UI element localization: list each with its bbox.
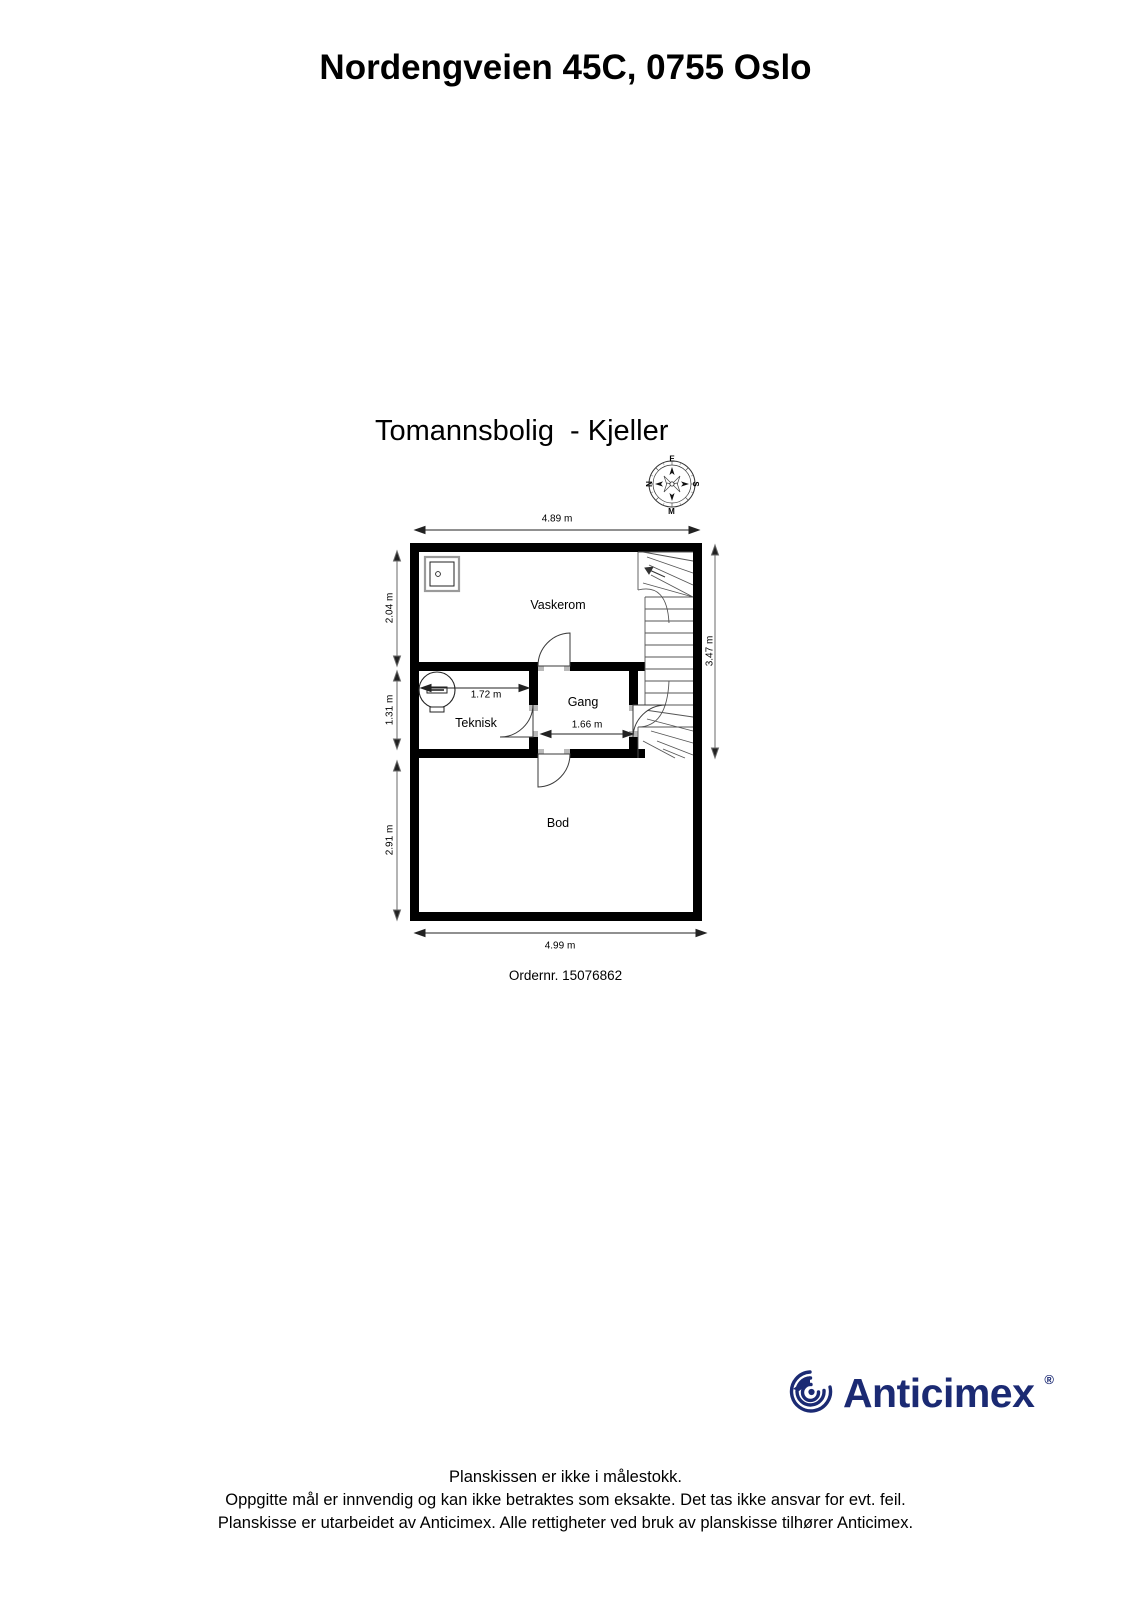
door-threshold-east-2 [629, 731, 638, 737]
floorplan-heading: Tomannsbolig - Kjeller [375, 415, 669, 447]
dimension-text-right: 3.47 m [704, 635, 716, 667]
dimension-text-top: 4.89 m [541, 513, 573, 525]
doorway-gang-north [538, 662, 570, 671]
room-label-bod: Bod [546, 816, 570, 830]
footer-disclaimer: Planskissen er ikke i målestokk. Oppgitt… [0, 1466, 1131, 1535]
door-threshold-south-2 [564, 749, 570, 758]
dimension-top [413, 525, 701, 535]
doorway-gang-west [529, 705, 538, 737]
anticimex-spiral-icon [788, 1368, 834, 1419]
dimension-text-bottom: 4.99 m [544, 940, 576, 952]
anticimex-wordmark: Anticimex [842, 1370, 1035, 1416]
registered-mark: ® [1044, 1372, 1054, 1387]
floorplan-drawing: Vaskerom Teknisk Gang Bod 4.89 m 4.99 m … [375, 505, 735, 955]
room-label-teknisk: Teknisk [455, 716, 497, 730]
dimension-text-teknisk-width: 1.72 m [468, 689, 504, 701]
door-threshold-north-2 [564, 662, 570, 671]
compass-label-bottom: M [668, 507, 675, 516]
door-threshold-east [629, 705, 638, 711]
dimension-text-gang-width: 1.66 m [569, 719, 605, 731]
door-threshold-west-2 [529, 731, 538, 737]
door-threshold-south [538, 749, 544, 758]
anticimex-logo: Anticimex ® [788, 1368, 1054, 1419]
footer-line-1: Planskissen er ikke i målestokk. [449, 1468, 682, 1486]
order-number: Ordernr. 15076862 [508, 968, 623, 983]
compass-label-top: E [669, 455, 675, 464]
door-threshold-west [529, 705, 538, 711]
dimension-text-left-middle: 1.31 m [384, 694, 396, 726]
dimension-text-left-bottom: 2.91 m [384, 824, 396, 856]
dimension-text-left-top: 2.04 m [384, 592, 396, 624]
compass-rose-icon: E M N S [640, 452, 704, 517]
dimension-bottom [413, 928, 708, 938]
compass-label-right: S [691, 481, 700, 487]
door-threshold-north [538, 662, 544, 671]
page-title: Nordengveien 45C, 0755 Oslo [319, 48, 812, 87]
footer-line-2: Oppgitte mål er innvendig og kan ikke be… [225, 1491, 906, 1509]
compass-label-left: N [645, 481, 654, 487]
room-label-gang: Gang [567, 695, 599, 709]
footer-line-3: Planskisse er utarbeidet av Anticimex. A… [217, 1514, 914, 1532]
room-label-vaskerom: Vaskerom [530, 598, 586, 612]
